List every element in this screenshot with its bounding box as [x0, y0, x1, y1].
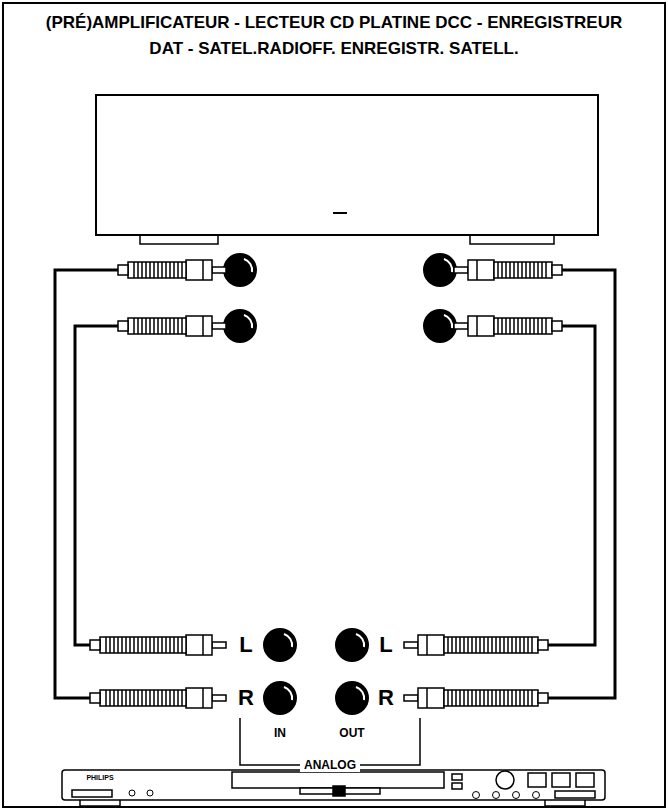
rca-jack [223, 309, 257, 343]
rca-jack [335, 628, 369, 662]
rca-jack [423, 253, 457, 287]
audio-cable [546, 326, 595, 645]
rca-jack [263, 681, 297, 715]
channel-label: R [378, 686, 394, 710]
device-housing [96, 95, 598, 235]
diagram-title: (PRÉ)AMPLIFICATEUR - LECTEUR CD PLATINE … [44, 10, 624, 62]
audio-cable [75, 326, 120, 645]
rca-plug [404, 688, 548, 708]
small-button [452, 783, 462, 789]
rca-plug [404, 635, 548, 655]
rca-plug [118, 260, 226, 280]
rca-plug [454, 316, 562, 336]
source-device [96, 95, 598, 244]
rca-jack [335, 681, 369, 715]
group-label: ANALOG [300, 758, 360, 772]
audio-cable [55, 270, 120, 698]
channel-label: L [239, 633, 252, 657]
transport-button [552, 773, 570, 787]
rca-plug [90, 688, 226, 708]
channel-label: R [238, 686, 254, 710]
rca-jack [223, 253, 257, 287]
rca-plug [118, 316, 226, 336]
page-frame [3, 3, 665, 807]
rca-jack [423, 309, 457, 343]
output-label: OUT [339, 726, 364, 740]
eject-mark [333, 786, 345, 796]
rca-plug [454, 260, 562, 280]
transport-button [528, 773, 546, 787]
panel-mark [333, 212, 347, 214]
brand-label: PHILIPS [85, 774, 114, 782]
rca-jack [263, 628, 297, 662]
audio-cable [546, 270, 615, 698]
search-button [555, 791, 595, 798]
power-button [72, 790, 112, 797]
small-button [452, 774, 462, 780]
dcc-deck [62, 770, 605, 806]
channel-label: L [379, 633, 392, 657]
transport-button [576, 773, 594, 787]
device-front [62, 770, 605, 800]
rca-plug [90, 635, 226, 655]
input-label: IN [274, 726, 286, 740]
